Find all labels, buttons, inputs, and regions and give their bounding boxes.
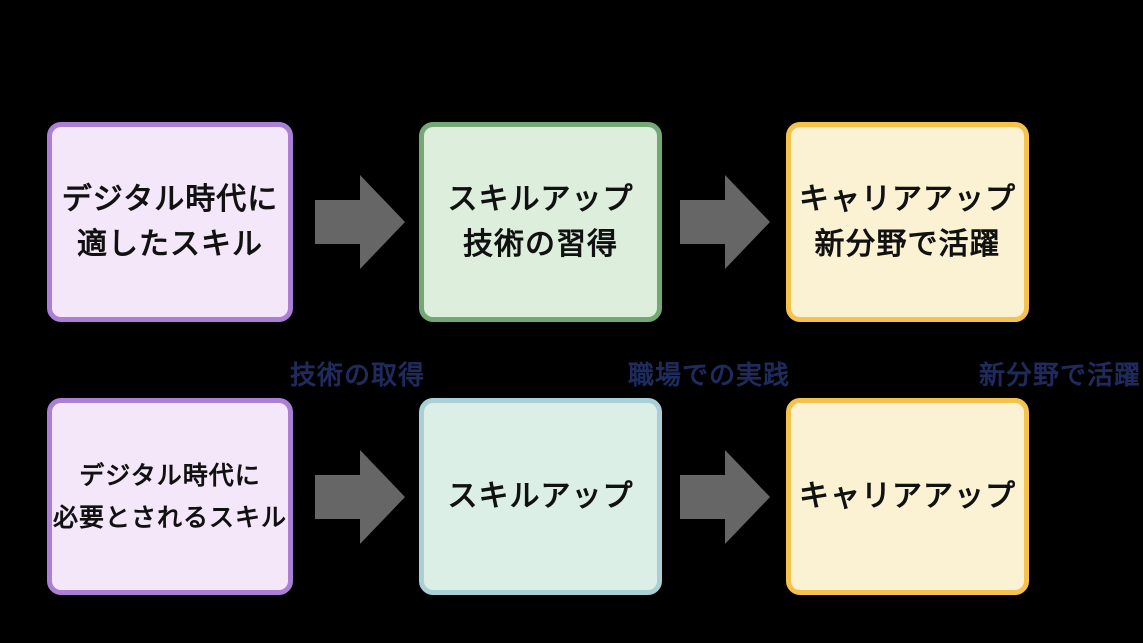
box-text-line: 適したスキル (77, 228, 263, 261)
right-arrow-shape (680, 450, 770, 544)
right-arrow-shape (315, 450, 405, 544)
right-arrow-shape (315, 175, 405, 269)
box-text-line: スキルアップ (447, 479, 634, 513)
right-arrow-icon (315, 450, 405, 544)
box-text-line: キャリアアップ (799, 183, 1016, 216)
box-text-line: 新分野で活躍 (814, 228, 1001, 261)
box-text: デジタル時代に 必要とされるスキル (53, 455, 287, 539)
box-text: スキルアップ 技術の習得 (448, 177, 634, 267)
flow-box-skill-up: スキルアップ (419, 398, 662, 595)
step-label-new-field-active: 新分野で活躍 (979, 360, 1142, 390)
box-text: キャリアアップ (799, 480, 1016, 514)
box-text: デジタル時代に 適したスキル (62, 177, 278, 267)
right-arrow-icon (315, 175, 405, 269)
box-text-line: スキルアップ (447, 183, 634, 216)
flow-box-career-up-new-field: キャリアアップ 新分野で活躍 (786, 122, 1029, 322)
box-text-line: 必要とされるスキル (52, 503, 287, 532)
step-label-skill-acquisition: 技術の取得 (290, 360, 426, 390)
right-arrow-icon (680, 450, 770, 544)
box-text: キャリアアップ 新分野で活躍 (799, 177, 1016, 267)
flow-box-digital-skills-suited: デジタル時代に 適したスキル (47, 122, 293, 322)
box-text-line: 技術の習得 (463, 228, 618, 261)
right-arrow-shape (680, 175, 770, 269)
box-text-line: デジタル時代に (79, 461, 261, 490)
step-label-workplace-practice: 職場での実践 (628, 360, 791, 390)
box-text: スキルアップ (448, 480, 634, 514)
box-text-line: キャリアアップ (799, 479, 1016, 513)
flow-box-career-up: キャリアアップ (786, 398, 1029, 595)
right-arrow-icon (680, 175, 770, 269)
flow-box-skill-up-acquire: スキルアップ 技術の習得 (419, 122, 662, 322)
box-text-line: デジタル時代に (61, 183, 279, 216)
flow-box-digital-skills-required: デジタル時代に 必要とされるスキル (47, 398, 293, 595)
